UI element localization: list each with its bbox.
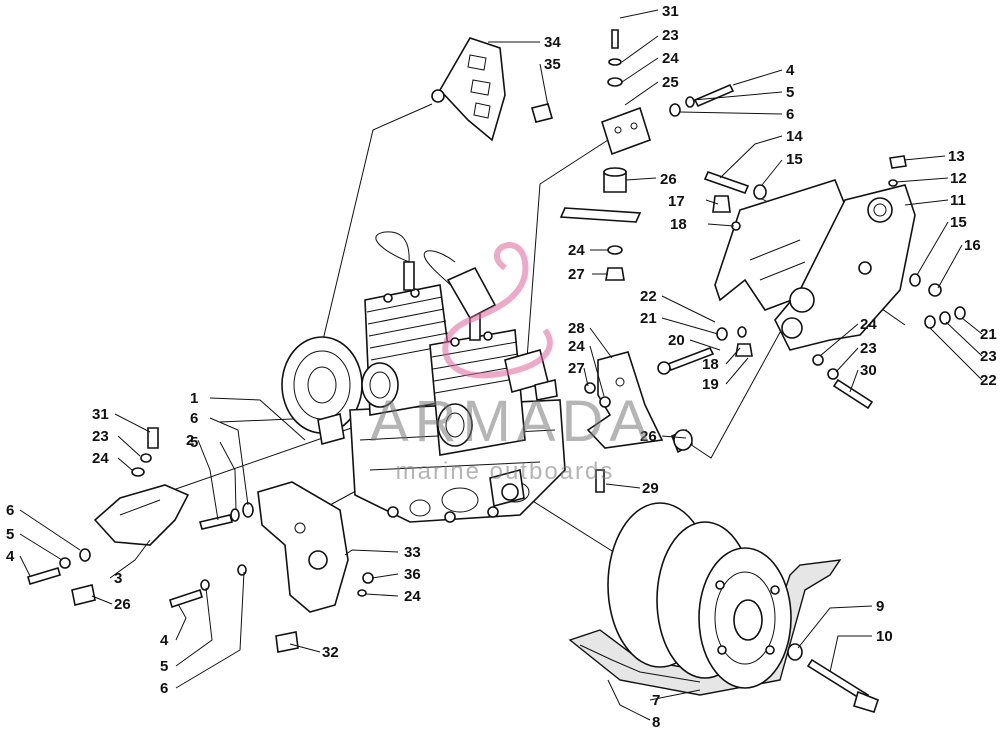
callout-27: 27	[568, 360, 585, 377]
callout-26: 26	[114, 596, 131, 613]
callout-24: 24	[404, 588, 421, 605]
callout-6: 6	[190, 410, 198, 427]
callout-18: 18	[702, 356, 719, 373]
watermark-swirl	[442, 242, 553, 379]
engine-bracket-part-11	[657, 155, 966, 410]
callout-24: 24	[860, 316, 877, 333]
engine-bracket-part-3	[27, 427, 254, 606]
callout-6: 6	[6, 502, 14, 519]
callout-labels: 31 23 24 25 4 5 6 34 35 14 15 13 12 11 1…	[6, 3, 997, 731]
callout-17: 17	[668, 193, 685, 210]
callout-14: 14	[786, 128, 803, 145]
callout-20: 20	[668, 332, 685, 349]
callout-23: 23	[980, 348, 997, 365]
callout-23: 23	[860, 340, 877, 357]
callout-3: 3	[114, 570, 122, 587]
callout-21: 21	[980, 326, 997, 343]
callout-1: 1	[190, 390, 198, 407]
callout-5: 5	[786, 84, 794, 101]
callout-36: 36	[404, 566, 421, 583]
mount-bracket-part-25	[559, 29, 735, 281]
callout-32: 32	[322, 644, 339, 661]
callout-5: 5	[190, 434, 198, 451]
callout-33: 33	[404, 544, 421, 561]
callout-8: 8	[652, 714, 660, 731]
callout-11: 11	[950, 192, 966, 209]
callout-5: 5	[6, 526, 14, 543]
callout-26: 26	[640, 428, 657, 445]
callout-24: 24	[568, 242, 585, 259]
callout-27: 27	[568, 266, 585, 283]
callout-12: 12	[950, 170, 967, 187]
callout-4: 4	[160, 632, 169, 649]
callout-30: 30	[860, 362, 877, 379]
callout-22: 22	[980, 372, 997, 389]
callout-7: 7	[652, 692, 660, 709]
callout-9: 9	[876, 598, 884, 615]
callout-18: 18	[670, 216, 687, 233]
shroud-bracket-part-34	[431, 37, 553, 142]
callout-16: 16	[964, 237, 981, 254]
drive-clutch-part-7	[568, 502, 879, 713]
callout-26: 26	[660, 171, 677, 188]
callout-15: 15	[786, 151, 803, 168]
callout-31: 31	[92, 406, 109, 423]
callout-6: 6	[160, 680, 168, 697]
callout-24: 24	[92, 450, 109, 467]
callout-4: 4	[786, 62, 795, 79]
callout-24: 24	[568, 338, 585, 355]
callout-19: 19	[702, 376, 719, 393]
callout-23: 23	[662, 27, 679, 44]
callout-13: 13	[948, 148, 965, 165]
callout-25: 25	[662, 74, 679, 91]
callout-leaders	[19, 9, 983, 721]
callout-21: 21	[640, 310, 657, 327]
engine-assembly	[281, 231, 566, 523]
callout-31: 31	[662, 3, 679, 20]
callout-2: 2	[186, 432, 194, 449]
watermark-logo-mark	[442, 242, 553, 379]
callout-5: 5	[160, 658, 168, 675]
callout-4: 4	[6, 548, 15, 565]
callout-35: 35	[544, 56, 561, 73]
callout-24: 24	[662, 50, 679, 67]
callout-29: 29	[642, 480, 659, 497]
engine-bracket-part-33	[169, 481, 374, 653]
callout-10: 10	[876, 628, 893, 645]
callout-6: 6	[786, 106, 794, 123]
callout-34: 34	[544, 34, 561, 51]
callout-22: 22	[640, 288, 657, 305]
engine-bracket-part-28	[584, 351, 694, 493]
callout-15: 15	[950, 214, 967, 231]
callout-28: 28	[568, 320, 585, 337]
callout-23: 23	[92, 428, 109, 445]
